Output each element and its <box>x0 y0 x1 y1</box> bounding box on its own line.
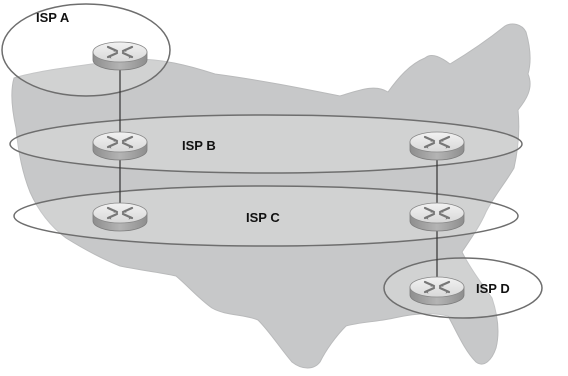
router-icon <box>91 201 149 233</box>
router-icon <box>91 40 149 72</box>
isp-c-label: ISP C <box>246 210 280 225</box>
isp-c-ellipse <box>13 185 519 247</box>
isp-d-label: ISP D <box>476 281 510 296</box>
isp-labels: ISP A ISP B ISP C ISP D <box>36 10 510 296</box>
us-map-silhouette <box>11 23 531 369</box>
router-icon <box>408 275 466 307</box>
isp-b-label: ISP B <box>182 138 216 153</box>
isp-b-ellipse <box>9 114 523 174</box>
router-icon <box>408 201 466 233</box>
router-icon <box>91 130 149 162</box>
isp-a-label: ISP A <box>36 10 70 25</box>
router-icon <box>408 130 466 162</box>
isp-a-ellipse <box>1 3 171 97</box>
